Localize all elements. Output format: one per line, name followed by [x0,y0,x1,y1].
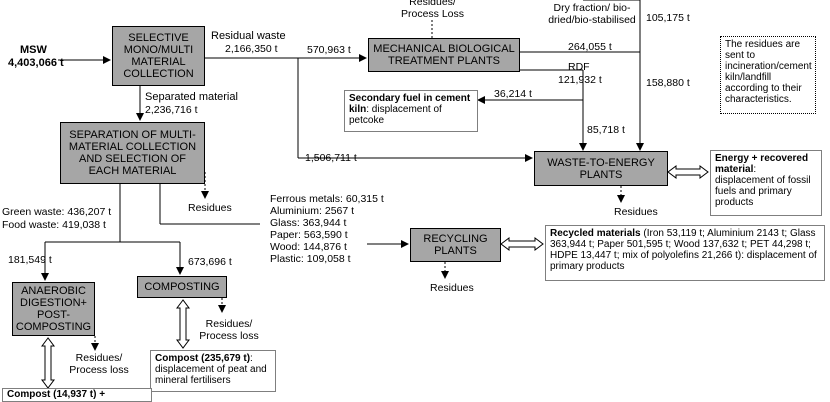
selective-collection-label: SELECTIVE MONO/MULTI MATERIAL COLLECTION [123,32,194,80]
msw-value: 4,403,066 t [8,57,64,69]
mbt-box: MECHANICAL BIOLOGICAL TREATMENT PLANTS [368,38,520,72]
anaerobic-box: ANAEROBIC DIGESTION+ POST-COMPOSTING [12,282,95,336]
secondary-fuel-note: Secondary fuel in cement kiln: displacem… [344,90,478,132]
secondary-fuel-text: : displacement of petcoke [349,104,442,126]
separation-label: SEPARATION OF MULTI-MATERIAL COLLECTION … [68,129,197,177]
anaerobic-label: ANAEROBIC DIGESTION+ POST-COMPOSTING [15,285,92,333]
materials-list: Ferrous metals: 60,315 t Aluminium: 2567… [270,193,384,265]
flow-36-value: 36,214 t [494,88,532,100]
composting-residues-label: Residues/ Process loss [199,318,259,342]
compost1-title: Compost (235,679 t) [155,353,251,364]
flow-673-value: 673,696 t [188,256,232,268]
recycling-label: RECYCLING PLANTS [423,233,488,257]
flow-181-value: 181,549 t [8,254,52,266]
double-arrow-recycling-materials [500,237,544,251]
mbt-label: MECHANICAL BIOLOGICAL TREATMENT PLANTS [373,43,515,67]
green-waste-label: Green waste: 436,207 t [2,206,111,218]
double-arrow-composting-compost [176,299,190,349]
energy-note: Energy + recovered material: displacemen… [710,150,822,216]
recycled-title: Recycled materials [550,228,641,239]
material-item: Paper: 563,590 t [270,229,348,241]
food-waste-amount: 419,038 t [62,219,106,231]
selective-collection-box: SELECTIVE MONO/MULTI MATERIAL COLLECTION [112,26,205,86]
material-item: Glass: 363,944 t [270,217,347,229]
energy-text: : displacement of fossil fuels and prima… [715,164,811,208]
double-arrow-wte-energy [667,165,709,179]
separation-box: SEPARATION OF MULTI-MATERIAL COLLECTION … [60,122,205,184]
rdf-label: RDF [568,61,590,73]
recycled-text: (Iron 53,119 t; Aluminium 2143 t; Glass … [550,228,817,272]
secondary-fuel-title: Secondary fuel in cement kiln [349,93,471,115]
residual-waste-label: Residual waste [211,30,286,42]
flow-85-value: 85,718 t [587,124,625,136]
double-arrow-anaerobic-compost [41,337,55,389]
flow-105-value: 105,175 t [646,12,690,24]
recycled-materials-note: Recycled materials (Iron 53,119 t; Alumi… [545,225,825,281]
material-item: Aluminium: 2567 t [270,205,355,217]
green-waste-amount: 436,207 t [67,206,112,218]
to-mbt-value: 570,963 t [307,44,351,56]
material-item: Plastic: 109,058 t [270,253,351,265]
anaerobic-residues-label: Residues/ Process loss [69,352,129,376]
recycling-box: RECYCLING PLANTS [410,228,501,262]
wte-label: WASTE-TO-ENERGY PLANTS [547,156,655,181]
food-waste-text: Food waste: [2,219,60,231]
composting-box: COMPOSTING [137,276,227,298]
flow-1506-value: 1,506,711 t [305,152,357,164]
flow-158-value: 158,880 t [646,77,690,89]
compost-note-composting: Compost (235,679 t): displacement of pea… [150,350,276,392]
recycling-residues-label: Residues [430,282,474,294]
compost2-title: Compost (14,937 t) + [7,389,106,400]
dry-fraction-value: 264,055 t [568,41,612,53]
composting-label: COMPOSTING [144,281,220,293]
separated-material-value: 2,236,716 t [145,104,198,116]
wte-residues-label: Residues [614,206,658,218]
material-item: Wood: 144,876 t [270,241,347,253]
green-waste-text: Green waste: [2,206,65,218]
separation-residues-label: Residues [188,202,232,214]
wte-box: WASTE-TO-ENERGY PLANTS [534,151,668,186]
msw-label: MSW [20,44,47,56]
residual-waste-value: 2,166,350 t [225,43,278,55]
rdf-value: 121,932 t [558,74,602,86]
residues-note: The residues are sent to incineration/ce… [720,36,816,114]
compost1-text: : displacement of peat and mineral ferti… [155,353,267,386]
material-item: Ferrous metals: 60,315 t [270,193,384,205]
food-waste-label: Food waste: 419,038 t [2,219,106,231]
energy-title: Energy + recovered material [715,153,809,175]
separated-material-label: Separated material [145,91,238,103]
dry-fraction-label: Dry fraction/ bio-dried/bio-stabilised [548,2,636,26]
mbt-residues-label: Residues/ Process Loss [400,0,465,20]
